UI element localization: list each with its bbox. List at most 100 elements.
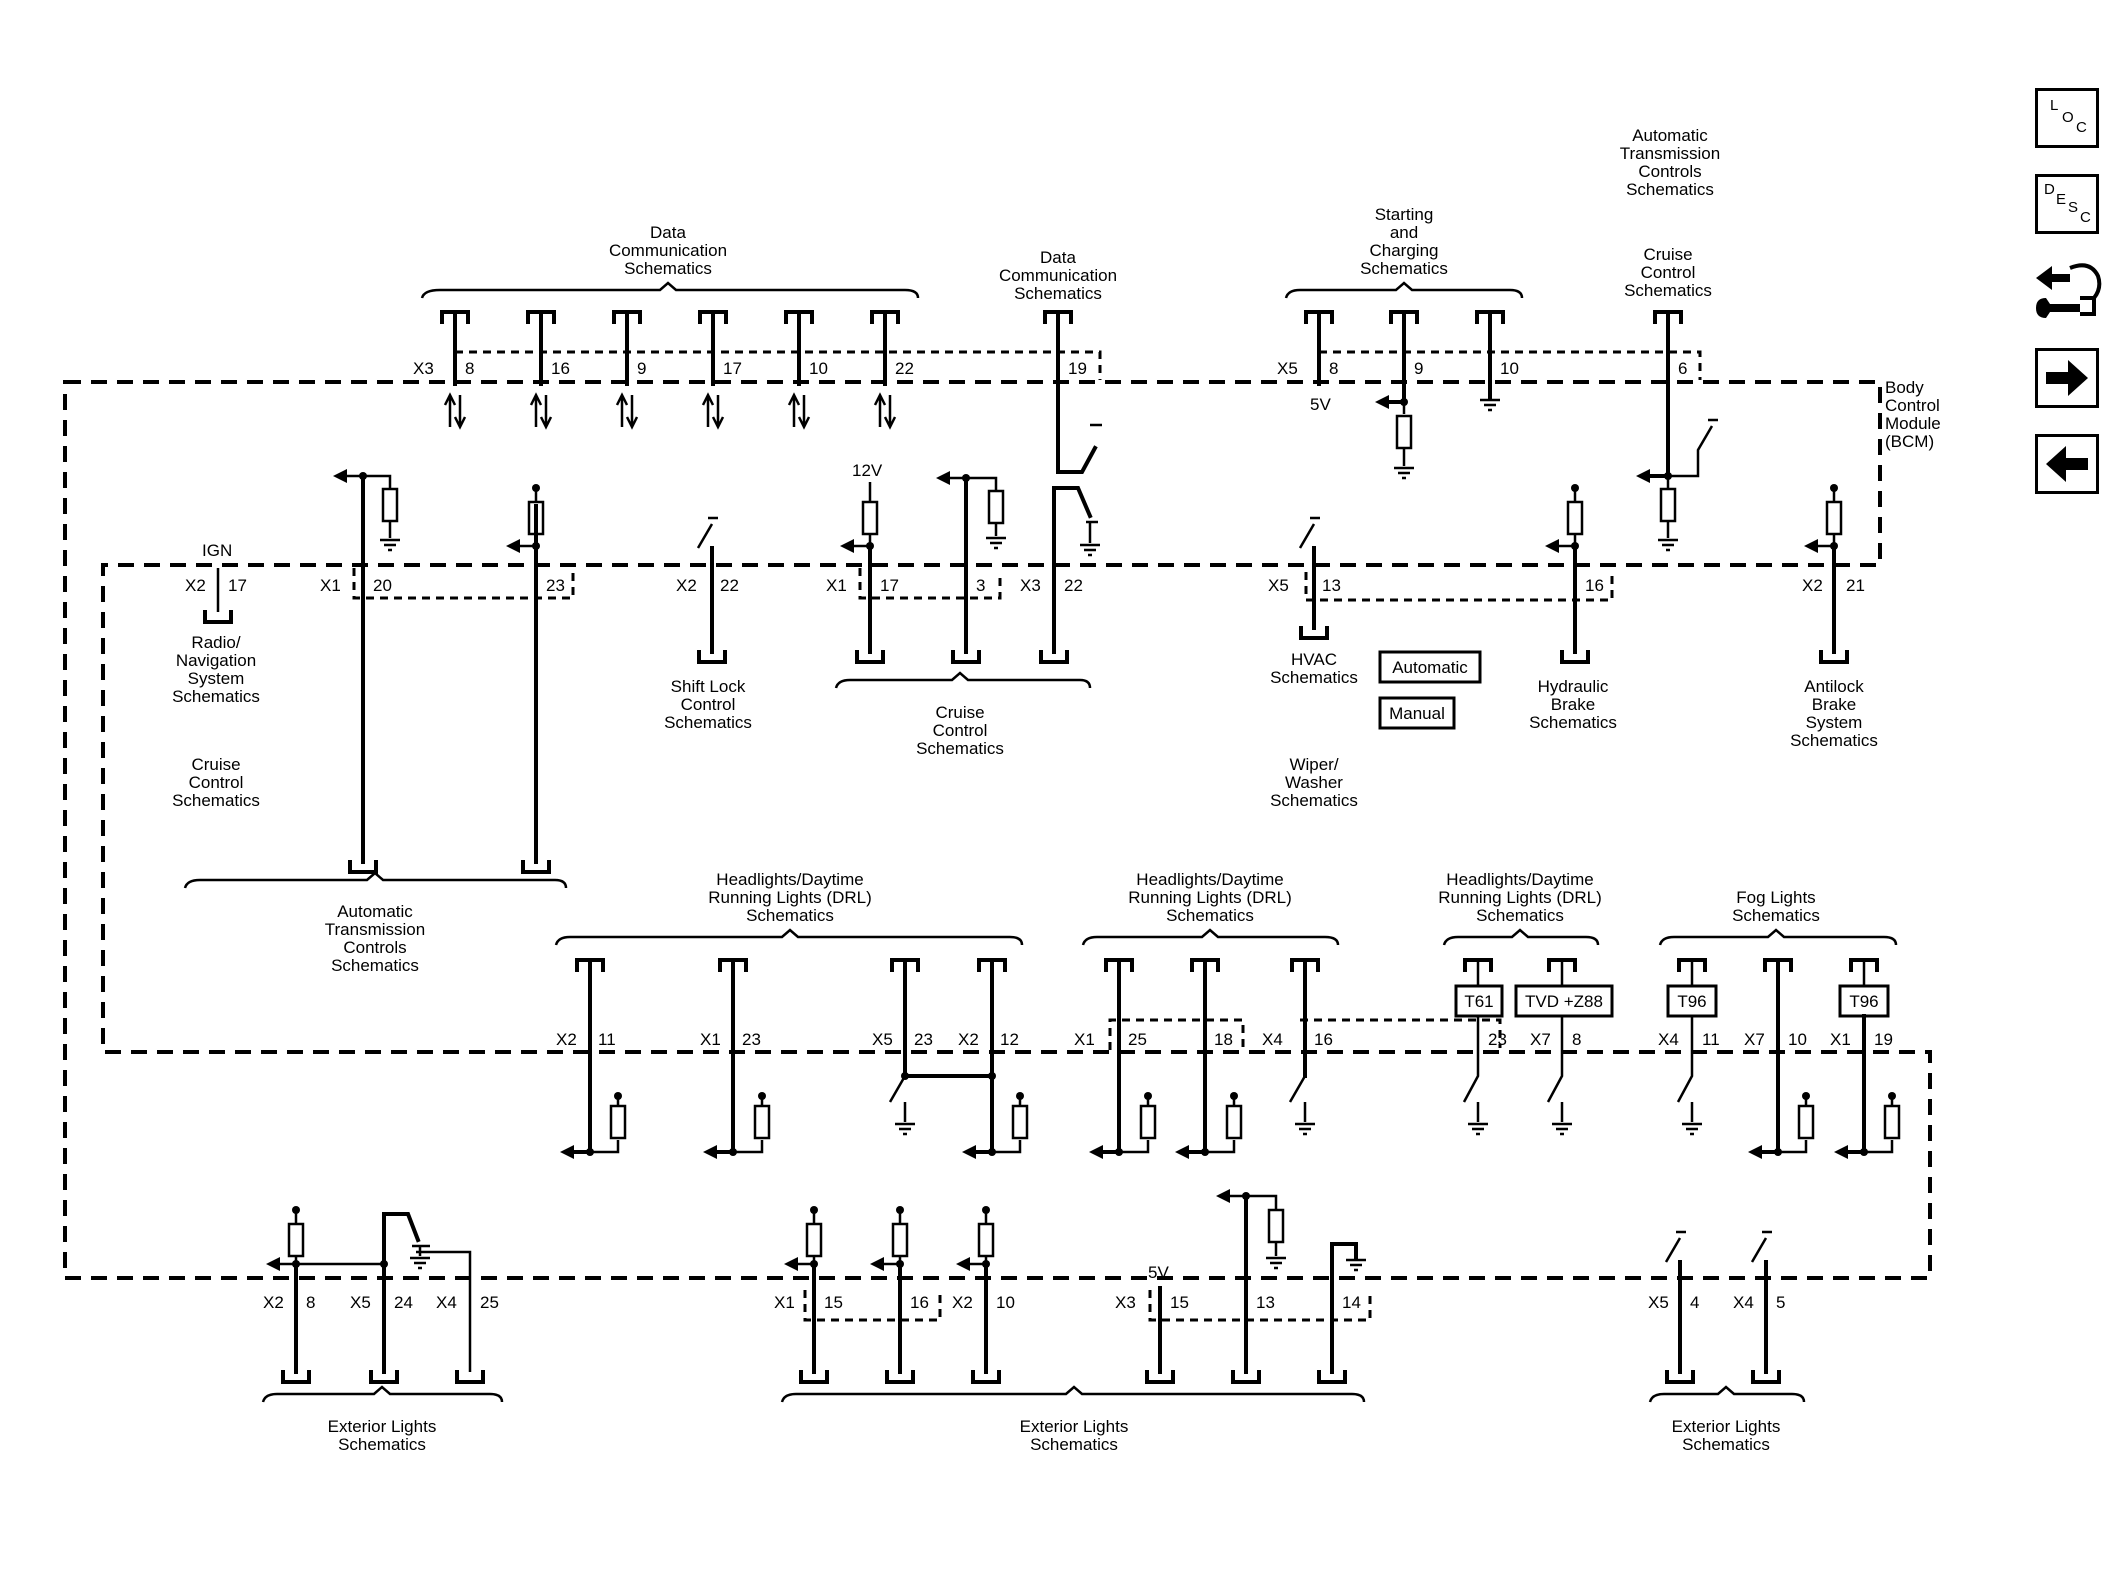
svg-text:Headlights/Daytime: Headlights/Daytime <box>1446 870 1593 889</box>
svg-text:Automatic: Automatic <box>1392 658 1468 677</box>
svg-text:T61: T61 <box>1464 992 1493 1011</box>
svg-text:Schematics: Schematics <box>1732 906 1820 925</box>
svg-text:X1: X1 <box>1074 1030 1095 1049</box>
svg-text:HVAC: HVAC <box>1291 650 1337 669</box>
svg-text:X5: X5 <box>1648 1293 1669 1312</box>
svg-text:X7: X7 <box>1530 1030 1551 1049</box>
svg-text:X1: X1 <box>320 576 341 595</box>
loc-letter-c: C <box>2076 119 2087 136</box>
svg-text:24: 24 <box>394 1293 413 1312</box>
svg-text:Cruise: Cruise <box>1643 245 1692 264</box>
starting-charging-group: Starting and Charging Schematics X5 8 9 … <box>1277 205 1702 480</box>
svg-text:Communication: Communication <box>609 241 727 260</box>
svg-text:Schematics: Schematics <box>172 687 260 706</box>
wrench-hand-icon <box>2036 263 2102 318</box>
svg-text:X2: X2 <box>952 1293 973 1312</box>
svg-text:Schematics: Schematics <box>1476 906 1564 925</box>
svg-text:X1: X1 <box>774 1293 795 1312</box>
loc-letter-l: L <box>2050 97 2059 114</box>
svg-text:X5: X5 <box>872 1030 893 1049</box>
svg-text:10: 10 <box>809 359 828 378</box>
svg-text:23: 23 <box>1488 1030 1507 1049</box>
loc-button[interactable]: L O C <box>2035 88 2099 148</box>
svg-text:Cruise: Cruise <box>191 755 240 774</box>
svg-text:16: 16 <box>1585 576 1604 595</box>
svg-text:Schematics: Schematics <box>1360 259 1448 278</box>
svg-text:Control: Control <box>681 695 736 714</box>
svg-text:Schematics: Schematics <box>338 1435 426 1454</box>
svg-text:Brake: Brake <box>1812 695 1856 714</box>
svg-text:Control: Control <box>189 773 244 792</box>
svg-text:X2: X2 <box>556 1030 577 1049</box>
atc-top-label: Automatic Transmission Controls Schemati… <box>1620 126 1720 199</box>
svg-text:and: and <box>1390 223 1418 242</box>
svg-text:11: 11 <box>598 1030 616 1049</box>
svg-text:17: 17 <box>880 576 899 595</box>
data-communication-group-1: Data Communication Schematics <box>420 223 920 299</box>
radio-navigation-group: IGN X2 17 Radio/ Navigation System Schem… <box>172 541 260 706</box>
svg-text:Schematics: Schematics <box>1626 180 1714 199</box>
svg-text:10: 10 <box>996 1293 1015 1312</box>
svg-text:X4: X4 <box>1733 1293 1754 1312</box>
automatic-option-box: Automatic <box>1378 650 1482 684</box>
svg-text:Navigation: Navigation <box>176 651 256 670</box>
svg-text:16: 16 <box>1314 1030 1333 1049</box>
arrow-right-icon <box>2046 360 2088 396</box>
svg-text:Exterior Lights: Exterior Lights <box>1672 1417 1781 1436</box>
svg-text:Manual: Manual <box>1389 704 1445 723</box>
svg-text:Communication: Communication <box>999 266 1117 285</box>
svg-text:11: 11 <box>1702 1030 1720 1049</box>
svg-text:Hydraulic: Hydraulic <box>1538 677 1609 696</box>
cruise-control-mid-group: 12V X1 17 3 X3 22 Cruise Control Schemat… <box>826 461 1102 758</box>
svg-text:Running Lights (DRL): Running Lights (DRL) <box>1438 888 1601 907</box>
svg-text:X2: X2 <box>1802 576 1823 595</box>
svg-text:Data: Data <box>650 223 686 242</box>
svg-text:Schematics: Schematics <box>1790 731 1878 750</box>
svg-text:25: 25 <box>480 1293 499 1312</box>
desc-letter-d: D <box>2044 181 2055 198</box>
bcm-boundary <box>63 380 1932 1280</box>
svg-text:16: 16 <box>910 1293 929 1312</box>
svg-text:Charging: Charging <box>1370 241 1439 260</box>
svg-text:9: 9 <box>637 359 646 378</box>
svg-text:Automatic: Automatic <box>1632 126 1708 145</box>
antilock-brake-group: X2 21 Antilock Brake System Schematics <box>1790 484 1878 750</box>
desc-letter-c: C <box>2080 209 2091 226</box>
svg-text:(BCM): (BCM) <box>1885 432 1934 451</box>
svg-text:Brake: Brake <box>1551 695 1595 714</box>
svg-text:Schematics: Schematics <box>331 956 419 975</box>
svg-text:X2: X2 <box>676 576 697 595</box>
svg-text:X4: X4 <box>1658 1030 1679 1049</box>
svg-text:13: 13 <box>1256 1293 1275 1312</box>
exterior-lights-group-2: X1 15 16 X2 10 X3 15 13 14 5V Exterior L… <box>774 1189 1372 1454</box>
svg-text:5: 5 <box>1776 1293 1785 1312</box>
svg-text:Automatic: Automatic <box>337 902 413 921</box>
headlights-drl-group-1: Headlights/Daytime Running Lights (DRL) … <box>554 870 1029 1159</box>
headlights-drl-group-3: Headlights/Daytime Running Lights (DRL) … <box>1438 870 1614 1136</box>
desc-button[interactable]: D E S C <box>2035 174 2099 234</box>
x3-data-lines: X3 8 16 9 17 10 22 <box>413 310 1102 429</box>
svg-text:X3: X3 <box>413 359 434 378</box>
next-button[interactable] <box>2035 348 2099 408</box>
svg-text:Schematics: Schematics <box>746 906 834 925</box>
svg-text:20: 20 <box>373 576 392 595</box>
svg-text:Schematics: Schematics <box>1270 668 1358 687</box>
svg-text:14: 14 <box>1342 1293 1361 1312</box>
svg-text:Schematics: Schematics <box>1014 284 1102 303</box>
data-communication-group-2: Data Communication Schematics 19 <box>999 248 1117 474</box>
previous-button[interactable] <box>2035 434 2099 494</box>
svg-text:X3: X3 <box>1020 576 1041 595</box>
svg-text:Data: Data <box>1040 248 1076 267</box>
repair-tools-icon[interactable] <box>2030 258 2104 330</box>
svg-text:3: 3 <box>976 576 985 595</box>
svg-text:IGN: IGN <box>202 541 232 560</box>
svg-text:Radio/: Radio/ <box>191 633 240 652</box>
shift-lock-group: X2 22 Shift Lock Control Schematics <box>664 516 752 732</box>
svg-text:X2: X2 <box>185 576 206 595</box>
cruise-control-left-label: Cruise Control Schematics <box>172 755 260 810</box>
svg-text:12V: 12V <box>852 461 883 480</box>
svg-text:15: 15 <box>1170 1293 1189 1312</box>
svg-text:22: 22 <box>720 576 739 595</box>
svg-text:Exterior Lights: Exterior Lights <box>328 1417 437 1436</box>
svg-text:X5: X5 <box>1268 576 1289 595</box>
